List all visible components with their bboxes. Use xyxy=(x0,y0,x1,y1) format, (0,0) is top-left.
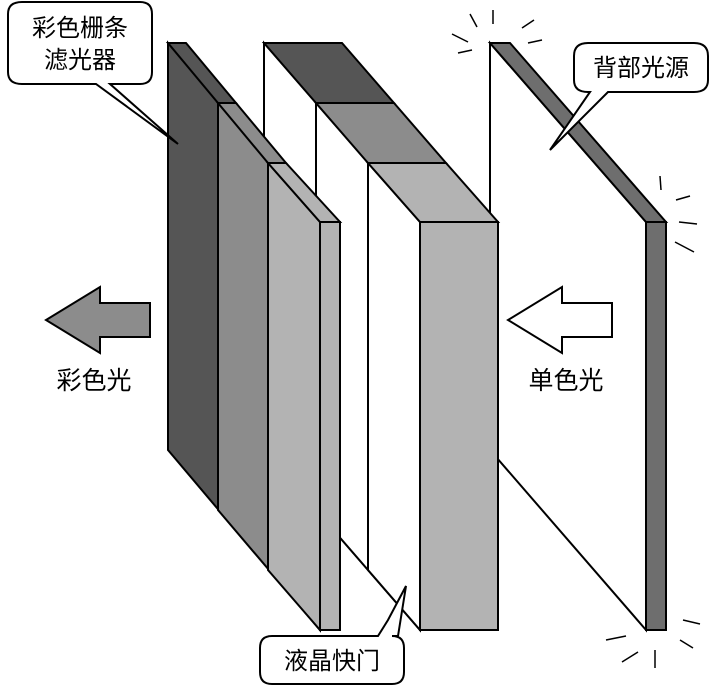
lc-shutter-label: 液晶快门 xyxy=(284,647,380,675)
mono-light-label: 单色光 xyxy=(528,366,603,395)
backlight-front-edge xyxy=(645,221,667,631)
backlight-label: 背部光源 xyxy=(593,54,689,82)
lc-front-edge xyxy=(419,221,499,631)
filter-light-face xyxy=(267,160,321,633)
filter-front-edge xyxy=(319,221,341,631)
callout-backlight: 背部光源 xyxy=(549,42,709,151)
callout-color-filter: 彩色栅条 滤光器 xyxy=(7,1,179,145)
glow-rays-top xyxy=(451,10,543,54)
color-filter-label-line1: 彩色栅条 xyxy=(32,14,128,42)
color-filter-label-line2: 滤光器 xyxy=(44,46,116,74)
glow-rays-right xyxy=(659,175,698,253)
color-light-label: 彩色光 xyxy=(56,366,131,395)
color-light-arrow xyxy=(44,285,151,355)
mono-light-arrow xyxy=(506,285,613,355)
lc-white-face-3 xyxy=(367,160,421,633)
color-stripe-filter xyxy=(165,40,343,633)
glow-rays-bottom xyxy=(605,619,701,668)
callout-lc-shutter: 液晶快门 xyxy=(259,585,407,685)
